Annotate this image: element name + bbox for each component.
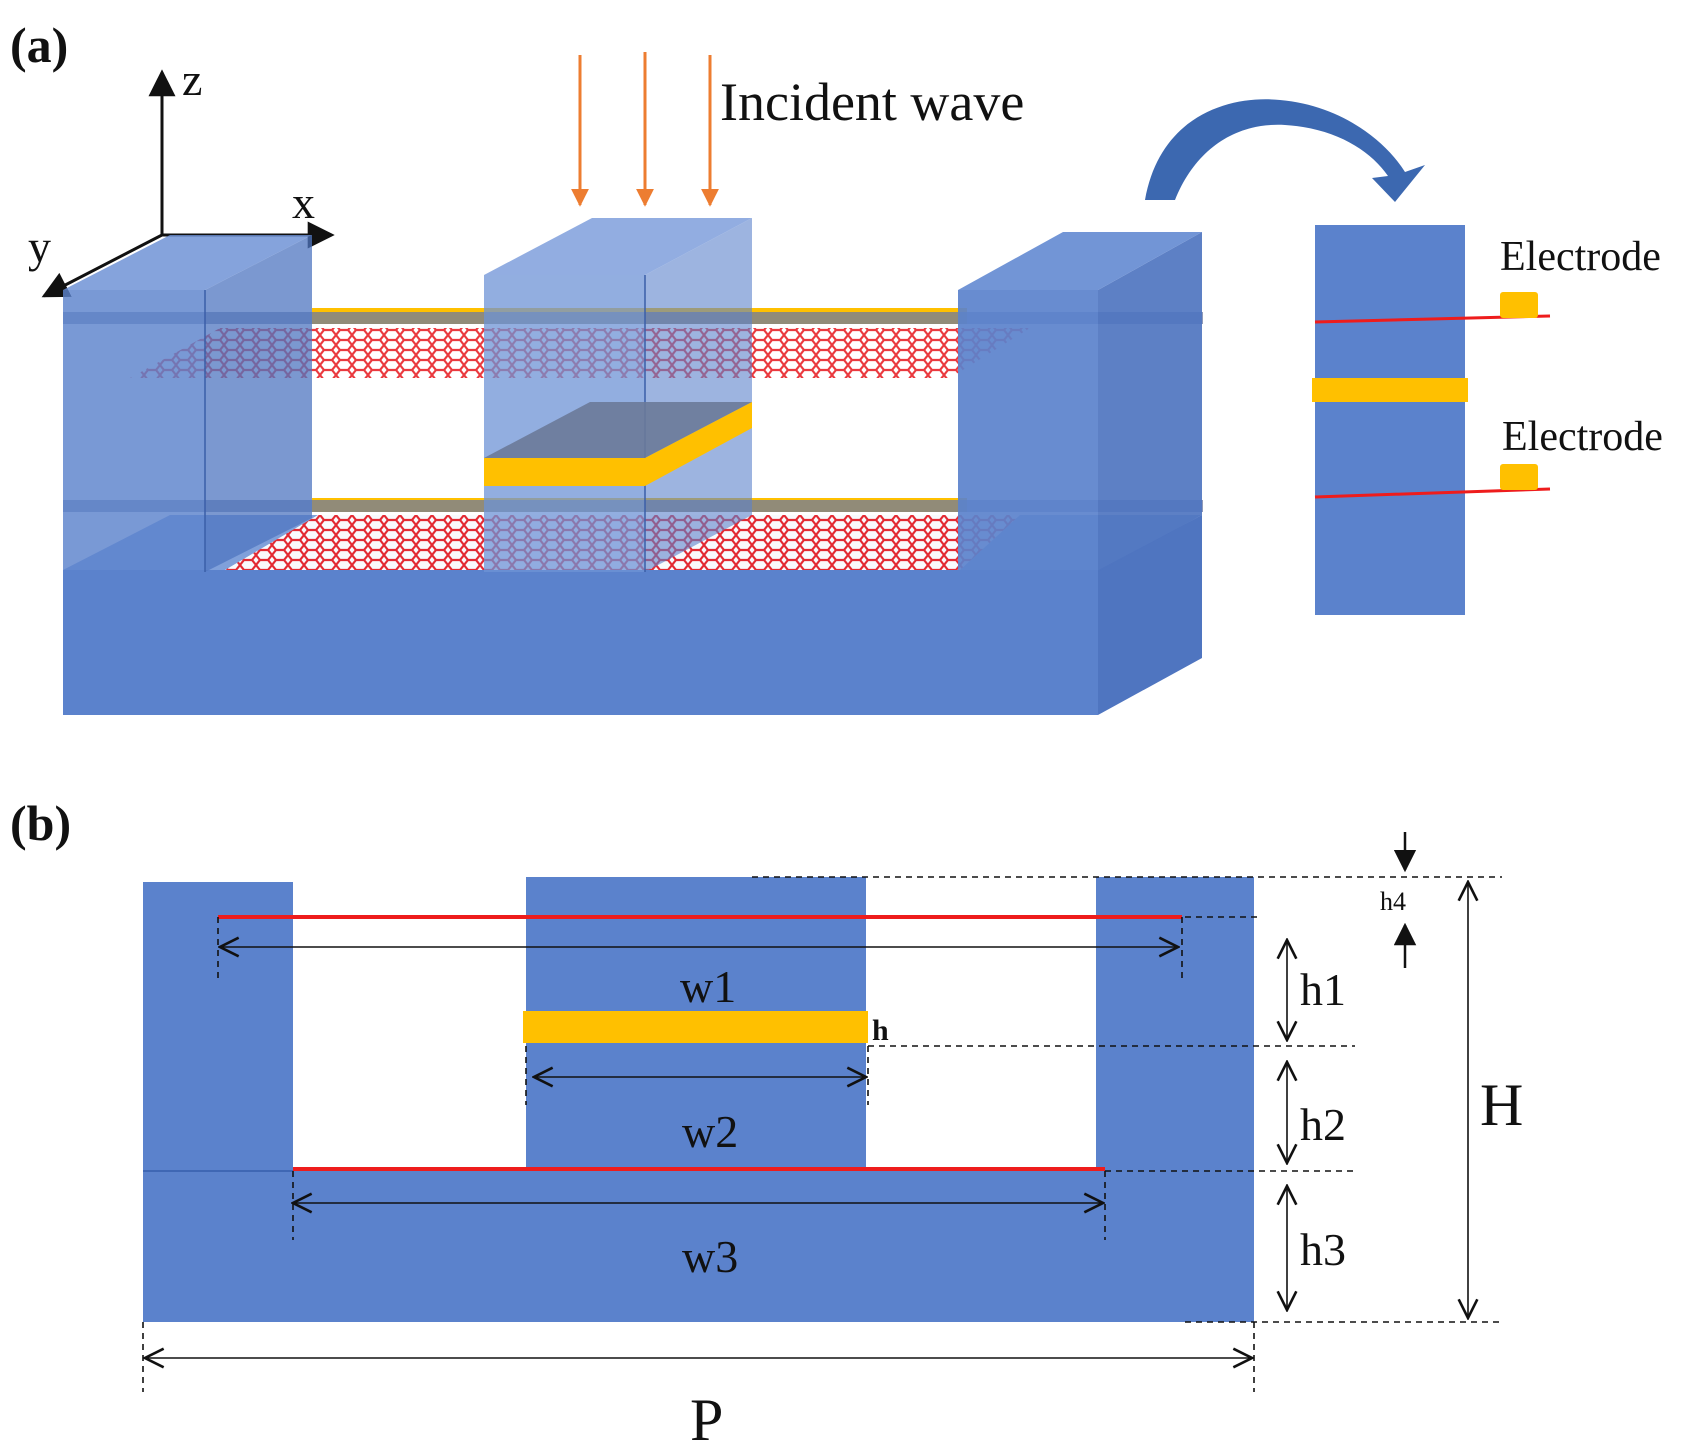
electrode-top-label: Electrode xyxy=(1500,234,1661,280)
h2-label: h2 xyxy=(1300,1099,1346,1150)
panel-b: (b) xyxy=(10,795,1523,1450)
h3-label: h3 xyxy=(1300,1224,1346,1275)
structure-3d xyxy=(63,218,1203,715)
z-axis-label: z xyxy=(182,54,202,105)
side-view-column xyxy=(1315,225,1465,615)
middle-gold-bar xyxy=(484,402,752,486)
side-view-gold-layer xyxy=(1312,378,1468,402)
y-axis-arrow xyxy=(41,233,163,298)
right-pillar xyxy=(958,232,1202,572)
y-axis-label: y xyxy=(28,221,51,272)
w2-label: w2 xyxy=(682,1106,738,1157)
panel-a-label: (a) xyxy=(10,17,68,73)
h-label: h xyxy=(872,1014,889,1047)
incident-wave-label: Incident wave xyxy=(720,72,1024,132)
substrate-side xyxy=(1098,515,1202,715)
middle-pillar xyxy=(484,218,752,572)
electrode-bottom-label: Electrode xyxy=(1502,414,1663,460)
h4-label: h4 xyxy=(1380,887,1406,916)
curved-arrow xyxy=(1145,99,1425,202)
incident-wave-arrows: Incident wave xyxy=(571,52,1024,207)
gold-strip-b xyxy=(523,1011,868,1043)
panel-b-label: (b) xyxy=(10,795,71,851)
w1-label: w1 xyxy=(680,961,736,1012)
total-height-label: H xyxy=(1480,1072,1523,1138)
top-electrode-pad xyxy=(1500,292,1538,318)
bottom-electrode-pad xyxy=(1500,464,1538,490)
substrate-front xyxy=(63,570,1098,715)
dimension-labels: w1 w2 w3 h h1 h2 h3 h4 H P xyxy=(680,887,1523,1450)
w3-label: w3 xyxy=(682,1231,738,1282)
h1-label: h1 xyxy=(1300,964,1346,1015)
dimension-lines xyxy=(142,876,1502,1392)
x-axis-label: x xyxy=(292,177,315,228)
side-view-graphene-bottom xyxy=(1314,487,1551,499)
left-pillar xyxy=(63,235,312,572)
panel-a: (a) z x y Incident wave xyxy=(10,17,1663,715)
period-label: P xyxy=(690,1387,723,1450)
side-view: Electrode Electrode xyxy=(1312,225,1663,615)
